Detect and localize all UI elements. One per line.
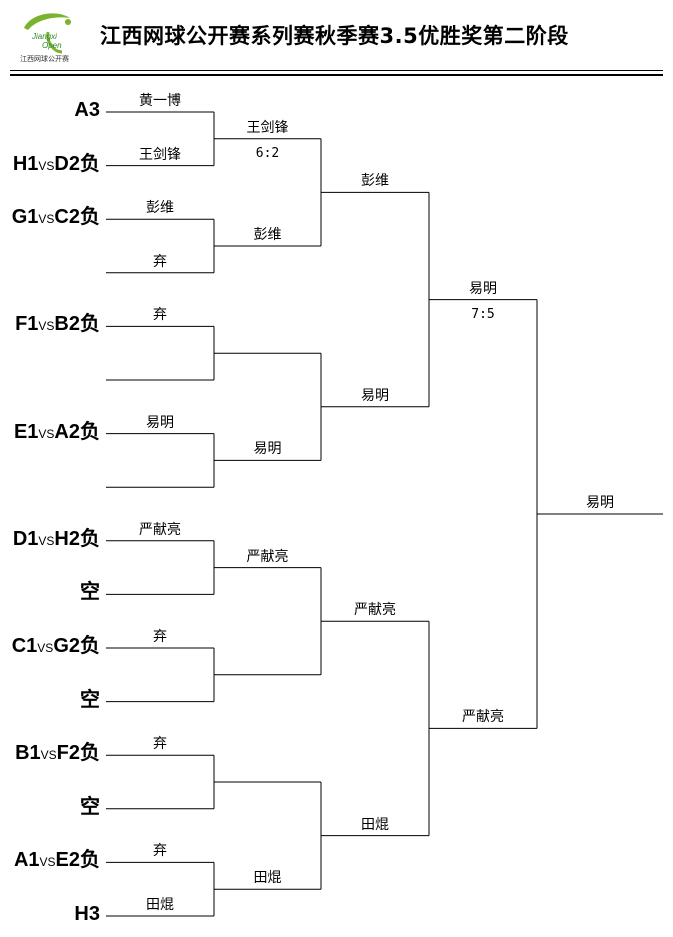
entrant-label: 空 (80, 689, 100, 713)
title-rule-thin (10, 70, 663, 71)
entrant-seed: H1 (12, 152, 39, 175)
champion-name: 易明 (586, 495, 614, 511)
entrant-label: D1VSH2负 (13, 528, 100, 552)
entrant-label: H3 (74, 903, 100, 927)
entrant-opponent: C2负 (54, 206, 100, 229)
entrant-vs: VS (38, 533, 55, 548)
logo-text-bottom: Open (42, 41, 62, 50)
entrant-seed: A3 (74, 99, 100, 121)
entrant-seed: A1 (13, 849, 40, 872)
round1-player-name: 严献亮 (139, 521, 181, 538)
round4-player-name: 易明 (469, 280, 497, 297)
entrant-label: 空 (80, 581, 100, 605)
entrant-label: F1VSB2负 (15, 313, 100, 337)
entrant-seed: C1 (11, 635, 38, 657)
entrant-seed: B1 (15, 742, 41, 765)
round2-player-name: 田焜 (253, 870, 282, 887)
round4-player-name: 严献亮 (462, 709, 504, 726)
round3-player-name: 易明 (361, 387, 389, 404)
entrant-vs: VS (39, 855, 56, 870)
entrant-seed: F1 (15, 313, 39, 336)
entrant-label: B1VSF2负 (15, 742, 100, 766)
entrant-label: C1VSG2负 (12, 635, 100, 659)
round1-player-name: 田焜 (146, 897, 174, 913)
entrant-label: A1VSE2负 (14, 849, 100, 873)
entrant-vs: VS (38, 212, 55, 227)
round1-player-name: 黄一博 (139, 93, 181, 109)
entrant-opponent: E2负 (55, 849, 100, 872)
round1-player-name: 彭维 (146, 200, 174, 217)
entrant-vs: VS (37, 641, 54, 655)
round2-player-name: 王剑锋 (246, 119, 289, 136)
round1-player-name: 弃 (153, 253, 167, 270)
round1-player-name: 弃 (153, 736, 167, 753)
entrant-label: G1VSC2负 (12, 206, 100, 230)
entrant-seed: 空 (80, 688, 100, 711)
entrant-opponent: B2负 (54, 313, 100, 336)
round3-player-name: 彭维 (361, 173, 389, 190)
entrant-seed: G1 (11, 206, 39, 229)
round1-player-name: 易明 (146, 414, 174, 431)
logo-text-top: Jiangxi (32, 32, 57, 41)
round2-player-name: 易明 (253, 441, 282, 458)
entrant-seed: E1 (13, 420, 39, 443)
page-title: 江西网球公开赛系列赛秋季赛3.5优胜奖第二阶段 (100, 24, 569, 48)
entrant-vs: VS (38, 158, 55, 173)
entrant-seed: D1 (12, 527, 39, 550)
entrant-vs: VS (40, 748, 57, 763)
entrant-vs: VS (38, 426, 55, 441)
round1-player-name: 王剑锋 (139, 146, 181, 163)
entrant-opponent: D2负 (54, 152, 100, 175)
logo-caption: 江西网球公开赛 (20, 56, 69, 63)
entrant-label: E1VSA2负 (14, 421, 100, 445)
round2-player-name: 彭维 (253, 227, 282, 243)
title-rule-thick (10, 74, 663, 76)
round1-player-name: 弃 (153, 307, 167, 324)
round2-player-name: 严献亮 (246, 548, 289, 565)
entrant-seed: 空 (80, 795, 100, 818)
entrant-label: H1VSD2负 (13, 153, 100, 177)
round2-score: 6:2 (255, 145, 280, 161)
entrant-label: A3 (74, 99, 100, 123)
entrant-opponent: A2负 (54, 420, 100, 443)
entrant-label: 空 (80, 796, 100, 820)
entrant-opponent: G2负 (53, 635, 100, 657)
round3-player-name: 严献亮 (354, 602, 396, 619)
round1-player-name: 弃 (153, 629, 167, 645)
entrant-opponent: H2负 (54, 527, 100, 550)
header: Jiangxi Open 江西网球公开赛 江西网球公开赛系列赛秋季赛3.5优胜奖… (0, 0, 673, 78)
tournament-logo-icon: Jiangxi Open 江西网球公开赛 (18, 8, 80, 70)
entrant-seed: 空 (80, 581, 100, 604)
entrant-vs: VS (38, 319, 55, 334)
round1-player-name: 弃 (153, 843, 167, 860)
round3-player-name: 田焜 (361, 816, 389, 833)
entrant-seed: H3 (74, 903, 100, 925)
entrant-opponent: F2负 (56, 742, 100, 765)
round4-score: 7:5 (471, 306, 495, 322)
